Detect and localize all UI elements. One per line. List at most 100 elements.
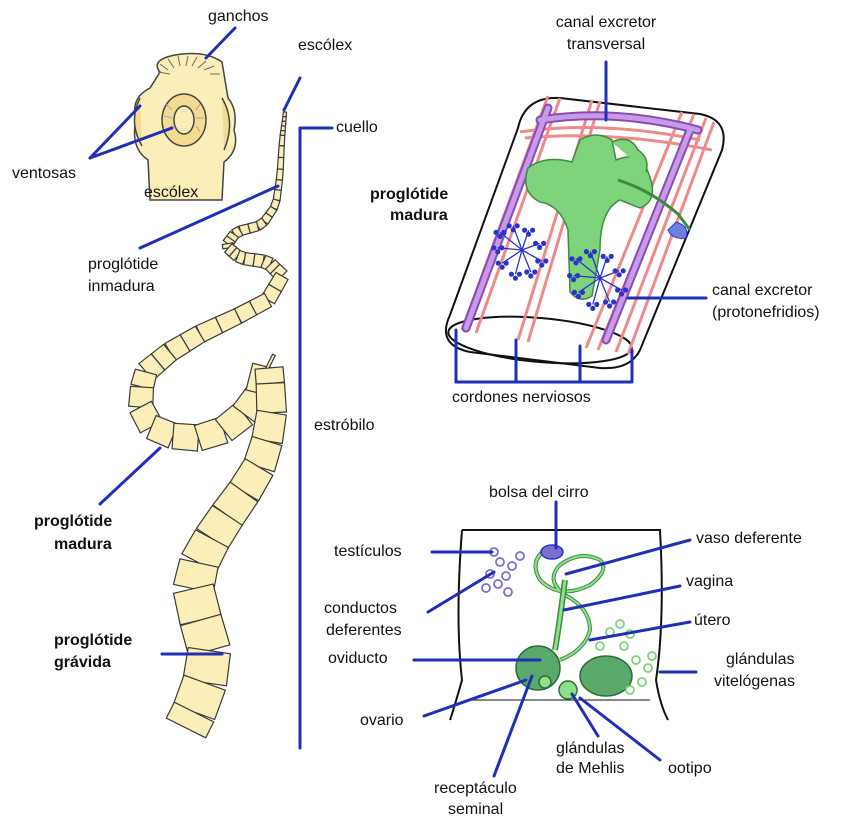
testis-dot [522, 228, 527, 233]
testis-dot [541, 241, 546, 246]
testis-dot [543, 258, 548, 263]
label-oviducto: oviducto [328, 650, 388, 668]
gland-dot [508, 562, 516, 570]
testis-dot [535, 258, 540, 263]
label-proglotide-madura-left-2: madura [54, 536, 112, 554]
leader-receptaculo [494, 676, 532, 776]
testis-dot [576, 294, 581, 299]
testis-dot [511, 227, 516, 232]
label-proglotide-gravida-2: grávida [54, 654, 111, 672]
testis-dot [537, 245, 542, 250]
testis-dot [567, 273, 572, 278]
testis-dot [509, 272, 514, 277]
testis-dot [524, 269, 529, 274]
proglottid-segment [278, 146, 284, 158]
testis-dot [580, 290, 585, 295]
testis-dot [588, 253, 593, 258]
leader-ovario [424, 680, 526, 716]
testis-dot [601, 254, 606, 259]
label-ganchos: ganchos [208, 8, 269, 26]
leader-proglotide-madura [100, 448, 160, 504]
proglottid-segment [279, 135, 285, 146]
testis-dot [592, 249, 597, 254]
testis-dot [528, 273, 533, 278]
label-canal-transversal-1: canal excretor [556, 14, 657, 32]
testis-dot [499, 245, 504, 250]
gland-dot [638, 678, 646, 686]
label-glandulas-vit-2: vitelógenas [714, 673, 795, 691]
gland-dot [596, 642, 604, 650]
testis-dot [501, 230, 506, 235]
gland-dot [644, 664, 652, 672]
testis-dot [609, 254, 614, 259]
testis-dot [533, 241, 538, 246]
testis-dot [584, 249, 589, 254]
label-conductos-1: conductos [324, 600, 397, 618]
gland-dot [504, 588, 512, 596]
testis-dot [491, 245, 496, 250]
mature-proglottid-3d [446, 96, 724, 370]
testis-dot [517, 272, 522, 277]
tapeworm-body [129, 112, 288, 738]
label-ventosas: ventosas [12, 165, 76, 183]
label-proglotide-madura-right-1: proglótide [370, 186, 448, 204]
leader-utero [590, 622, 690, 640]
testis-dot [619, 291, 624, 296]
label-estrobilo: estróbilo [314, 417, 374, 435]
testis-dot [532, 269, 537, 274]
gland-dot [482, 584, 490, 592]
label-utero: útero [694, 612, 730, 630]
testis-dot [615, 287, 620, 292]
testis-dot [496, 261, 501, 266]
testis-dot [504, 261, 509, 266]
testis-dot [586, 302, 591, 307]
testis-dot [569, 256, 574, 261]
testis-dot [497, 234, 502, 239]
label-receptaculo-2: seminal [448, 801, 503, 819]
label-canal-excretor-2: (protonefridios) [712, 304, 820, 322]
testis-dot [603, 299, 608, 304]
label-cordones: cordones nerviosos [452, 389, 591, 407]
label-canal-transversal-2: transversal [567, 36, 645, 54]
label-ovario: ovario [360, 712, 404, 730]
testis-dot [493, 230, 498, 235]
testis-dot [526, 232, 531, 237]
testis-dot [577, 256, 582, 261]
testis-dot [513, 276, 518, 281]
testis-dot [605, 258, 610, 263]
label-proglotide-madura-right-2: madura [390, 207, 448, 225]
gland-dot [516, 552, 524, 560]
testis-dot [607, 303, 612, 308]
testis-dot [571, 277, 576, 282]
gland-dot [626, 686, 634, 694]
label-cuello: cuello [336, 119, 378, 137]
leader-ganchos [206, 28, 235, 58]
label-escolex-top: escólex [298, 37, 352, 55]
label-proglotide-madura-left-1: proglótide [34, 513, 112, 531]
label-vagina: vagina [686, 573, 733, 591]
testis-dot [572, 290, 577, 295]
label-conductos-2: deferentes [326, 622, 402, 640]
label-vaso-deferente: vaso deferente [696, 530, 802, 548]
reproductive-system-detail [450, 530, 668, 720]
label-receptaculo-1: receptáculo [434, 780, 517, 798]
gland-dot [496, 558, 504, 566]
proglottid-segment [277, 157, 283, 169]
scolex-illustration [134, 54, 235, 200]
testis-dot [573, 260, 578, 265]
testis-dot [495, 249, 500, 254]
testis-dot [575, 273, 580, 278]
label-proglotide-gravida-1: proglótide [54, 632, 132, 650]
gland-dot [620, 642, 628, 650]
testis-dot [539, 262, 544, 267]
label-canal-excretor-1: canal excretor [712, 282, 813, 300]
gland-dot [502, 572, 510, 580]
label-glandulas-mehlis-1: glándulas [556, 740, 625, 758]
testis-dot [500, 265, 505, 270]
testis-dot [623, 287, 628, 292]
proglottid-segment [276, 169, 283, 180]
testis-dot [621, 268, 626, 273]
testis-dot [611, 299, 616, 304]
